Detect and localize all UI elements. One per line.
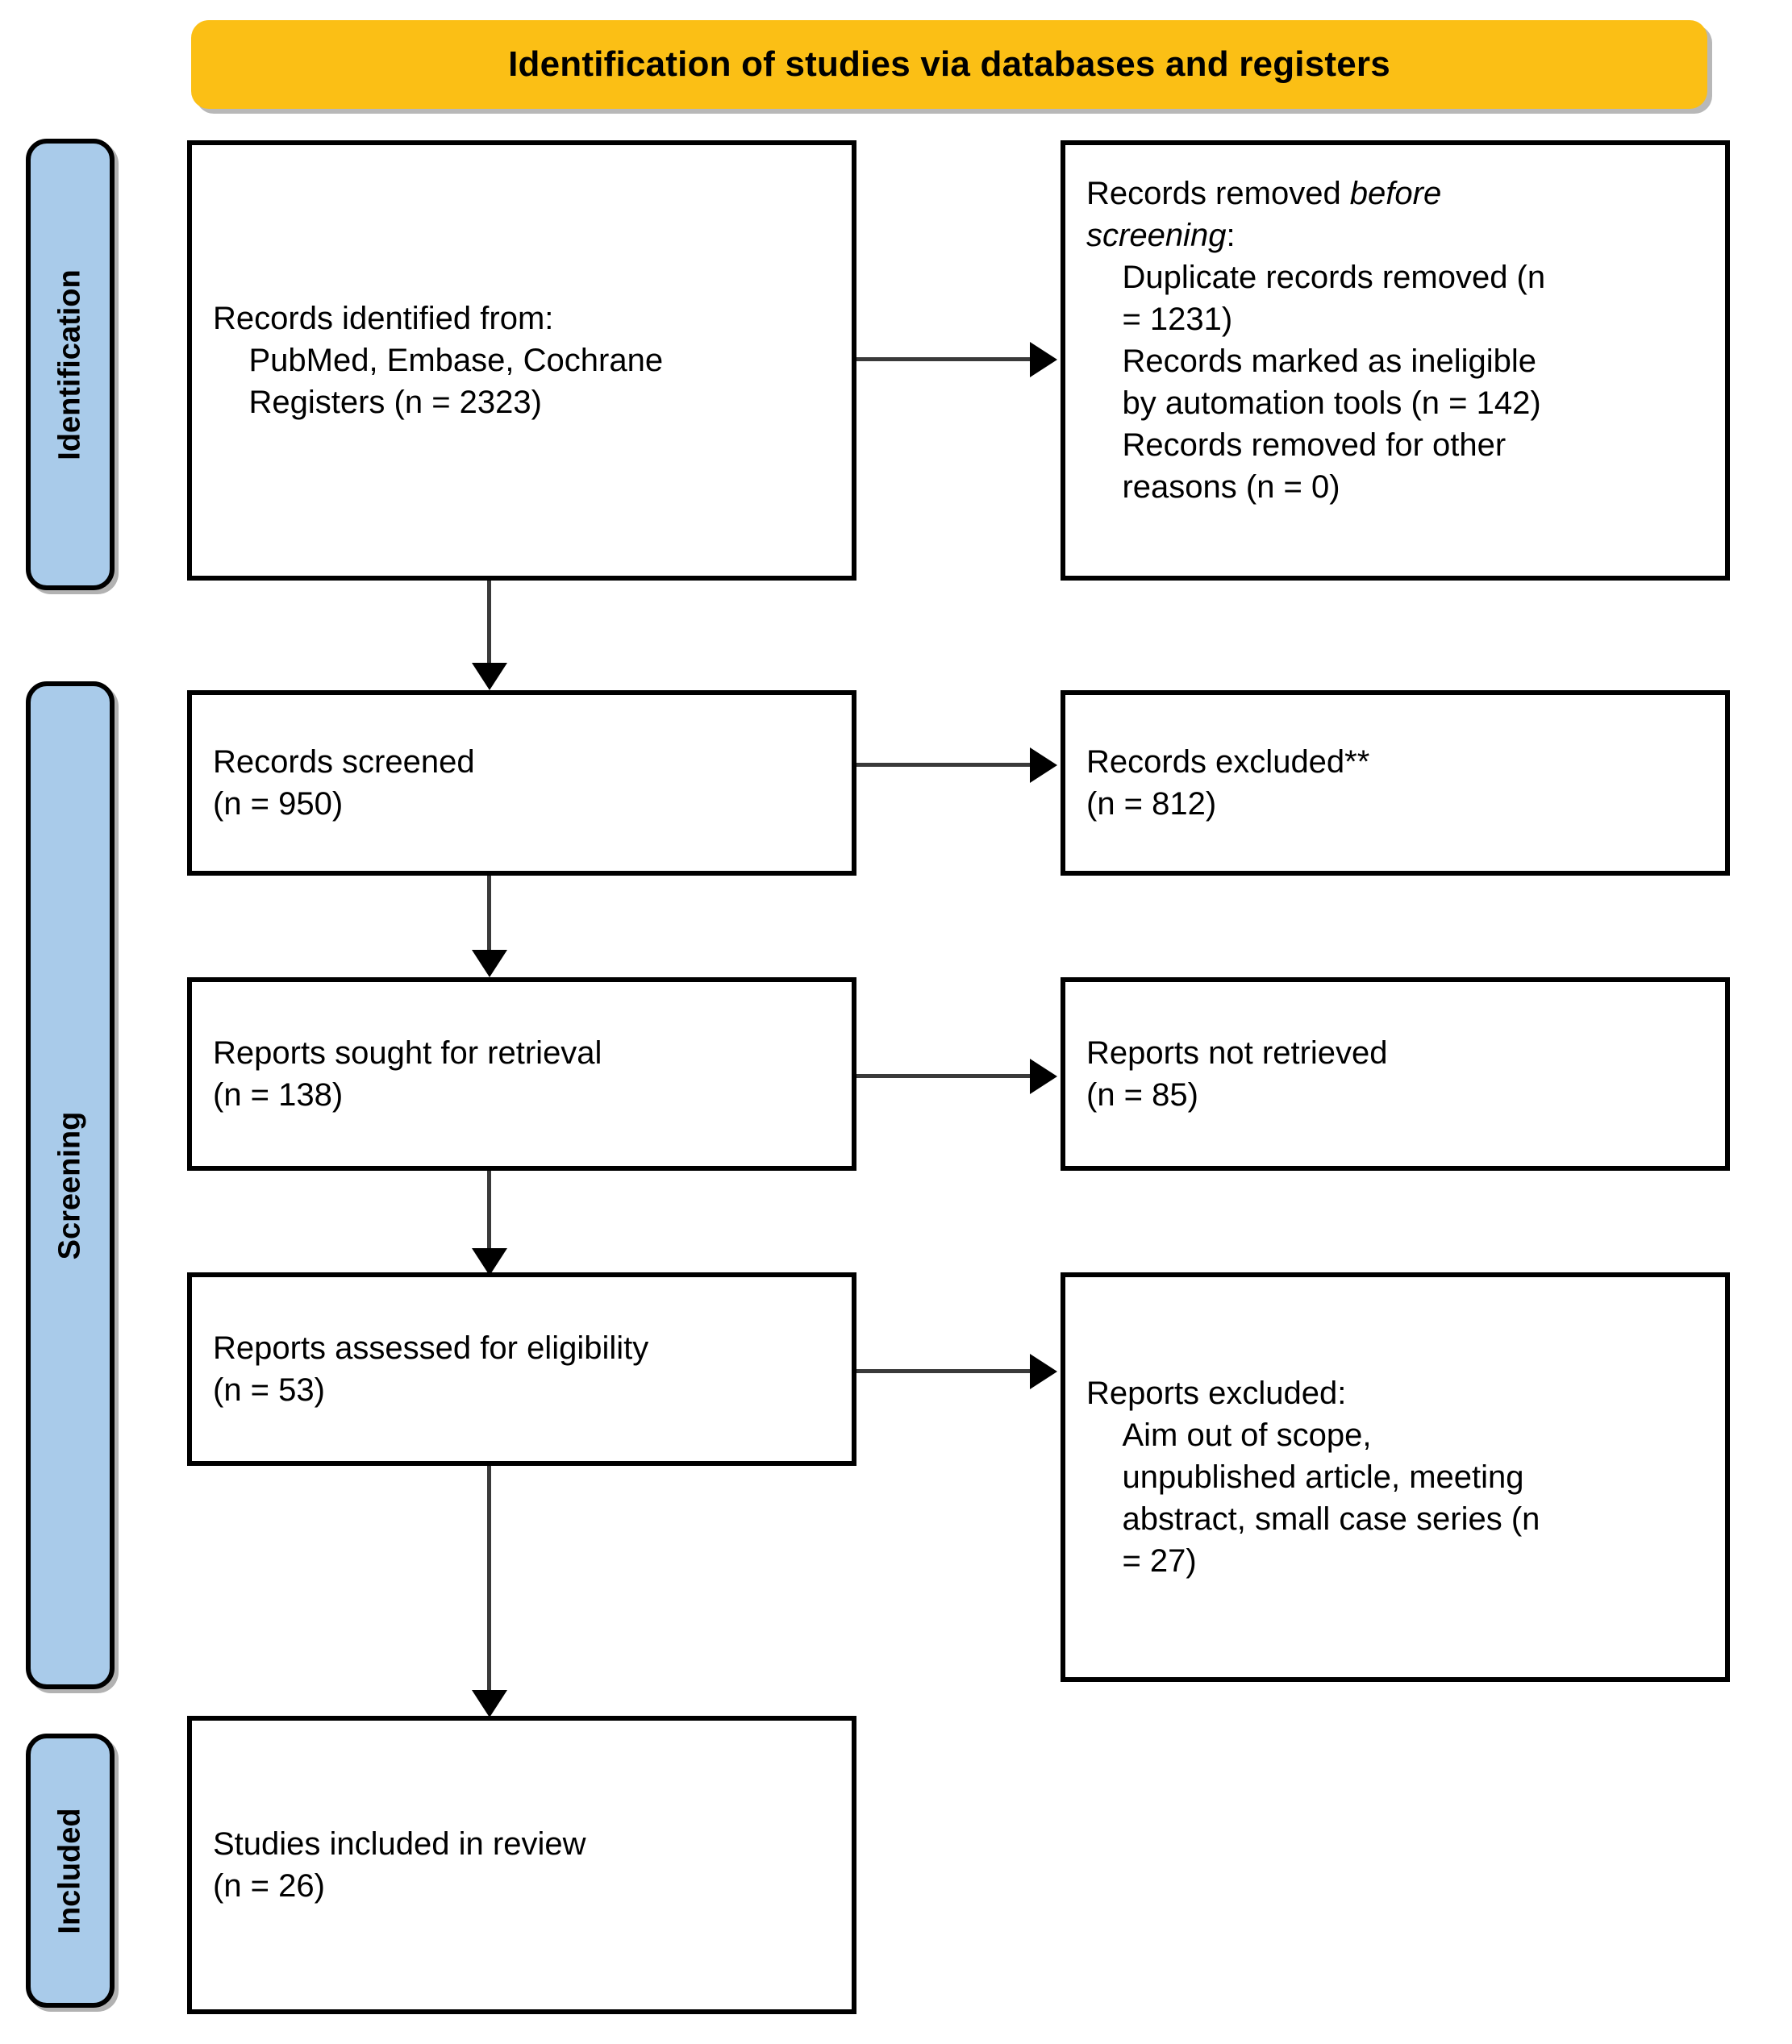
records-removed-item5: Records removed for other: [1086, 427, 1507, 463]
box-reports-sought-text: Reports sought for retrieval (n = 138): [213, 1032, 602, 1116]
stage-label-included: Included: [26, 1734, 115, 2008]
records-removed-item2: = 1231): [1086, 302, 1233, 337]
studies-included-line1: Studies included in review: [213, 1826, 586, 1862]
reports-excluded-line5: = 27): [1086, 1543, 1197, 1579]
box-records-screened-text: Records screened (n = 950): [213, 741, 475, 825]
box-records-excluded: Records excluded** (n = 812): [1061, 690, 1730, 876]
records-identified-line3: Registers (n = 2323): [213, 385, 542, 420]
connector-screened-to-excluded-arrowhead: [1030, 747, 1057, 783]
reports-excluded-line2: Aim out of scope,: [1086, 1417, 1372, 1453]
reports-assessed-line2: (n = 53): [213, 1372, 325, 1408]
reports-not-retrieved-line2: (n = 85): [1086, 1077, 1198, 1113]
connector-assessed-to-excluded-arrowhead: [1030, 1354, 1057, 1389]
records-excluded-line2: (n = 812): [1086, 786, 1217, 822]
records-removed-heading-italic-1: before: [1349, 176, 1442, 211]
records-removed-item1: Duplicate records removed (n: [1086, 260, 1546, 295]
reports-excluded-line4: abstract, small case series (n: [1086, 1501, 1540, 1537]
box-records-identified: Records identified from: PubMed, Embase,…: [187, 140, 856, 581]
connector-sought-to-assessed-line: [487, 1171, 491, 1263]
stage-label-identification: Identification: [26, 139, 115, 590]
connector-identified-to-removed-arrowhead: [1030, 342, 1057, 377]
connector-sought-to-not-retrieved-arrowhead: [1030, 1059, 1057, 1094]
records-removed-heading-italic-2: screening: [1086, 218, 1227, 253]
records-screened-line2: (n = 950): [213, 786, 344, 822]
box-records-excluded-text: Records excluded** (n = 812): [1086, 741, 1369, 825]
box-reports-excluded: Reports excluded: Aim out of scope, unpu…: [1061, 1272, 1730, 1682]
connector-screened-to-sought-arrowhead: [472, 950, 507, 977]
records-removed-item6: reasons (n = 0): [1086, 469, 1340, 505]
records-screened-line1: Records screened: [213, 744, 475, 780]
reports-not-retrieved-line1: Reports not retrieved: [1086, 1035, 1388, 1071]
records-excluded-line1: Records excluded**: [1086, 744, 1370, 780]
box-records-removed-text: Records removed before screening: Duplic…: [1086, 173, 1545, 508]
records-identified-line2: PubMed, Embase, Cochrane: [213, 343, 664, 378]
connector-identified-to-removed-line: [856, 357, 1030, 361]
records-removed-item3: Records marked as ineligible: [1086, 343, 1537, 379]
connector-sought-to-not-retrieved-line: [856, 1074, 1030, 1078]
box-records-removed-before-screening: Records removed before screening: Duplic…: [1061, 140, 1730, 581]
banner-identification-header: Identification of studies via databases …: [191, 20, 1707, 109]
stage-label-identification-text: Identification: [52, 269, 87, 460]
box-records-screened: Records screened (n = 950): [187, 690, 856, 876]
records-removed-item4: by automation tools (n = 142): [1086, 385, 1541, 421]
connector-assessed-to-included-arrowhead: [472, 1690, 507, 1717]
stage-label-screening-text: Screening: [52, 1111, 87, 1259]
box-reports-not-retrieved-text: Reports not retrieved (n = 85): [1086, 1032, 1388, 1116]
connector-identified-to-screened-line: [487, 581, 491, 677]
reports-excluded-line1: Reports excluded:: [1086, 1376, 1347, 1411]
connector-screened-to-sought-line: [487, 876, 491, 964]
box-reports-sought-for-retrieval: Reports sought for retrieval (n = 138): [187, 977, 856, 1171]
box-reports-assessed-for-eligibility: Reports assessed for eligibility (n = 53…: [187, 1272, 856, 1466]
connector-identified-to-screened-arrowhead: [472, 663, 507, 690]
reports-sought-line2: (n = 138): [213, 1077, 344, 1113]
box-reports-not-retrieved: Reports not retrieved (n = 85): [1061, 977, 1730, 1171]
records-removed-heading-colon: :: [1226, 218, 1236, 253]
reports-excluded-line3: unpublished article, meeting: [1086, 1459, 1524, 1495]
connector-assessed-to-included-line: [487, 1466, 491, 1704]
records-removed-heading-plain: Records removed: [1086, 176, 1350, 211]
box-reports-excluded-text: Reports excluded: Aim out of scope, unpu…: [1086, 1372, 1540, 1582]
box-studies-included-text: Studies included in review (n = 26): [213, 1823, 586, 1907]
connector-screened-to-excluded-line: [856, 763, 1030, 767]
stage-label-screening: Screening: [26, 681, 115, 1689]
records-identified-line1: Records identified from:: [213, 301, 554, 336]
reports-sought-line1: Reports sought for retrieval: [213, 1035, 602, 1071]
studies-included-line2: (n = 26): [213, 1868, 325, 1904]
reports-assessed-line1: Reports assessed for eligibility: [213, 1330, 649, 1366]
stage-label-included-text: Included: [52, 1807, 87, 1934]
box-studies-included-in-review: Studies included in review (n = 26): [187, 1716, 856, 2014]
banner-title: Identification of studies via databases …: [508, 44, 1390, 84]
connector-assessed-to-excluded-line: [856, 1369, 1030, 1373]
box-records-identified-text: Records identified from: PubMed, Embase,…: [213, 298, 663, 423]
connector-sought-to-assessed-arrowhead: [472, 1248, 507, 1276]
box-reports-assessed-text: Reports assessed for eligibility (n = 53…: [213, 1327, 648, 1411]
